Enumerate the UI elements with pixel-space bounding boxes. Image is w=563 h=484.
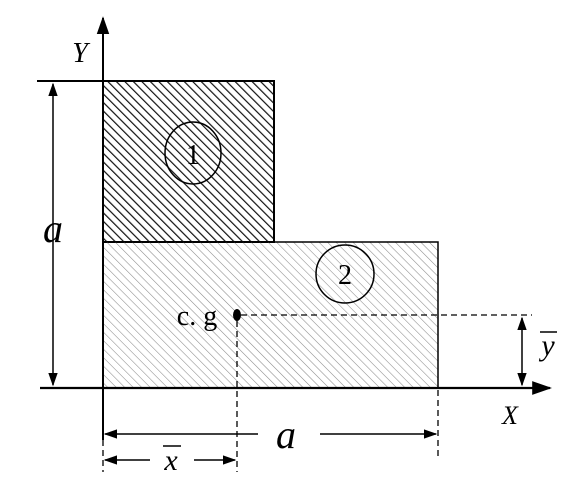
region-1-label: 1 xyxy=(186,140,200,171)
cg-label: c. g xyxy=(177,301,217,332)
side-a-horizontal-label: a xyxy=(276,412,296,457)
region-2-label: 2 xyxy=(338,260,352,291)
xbar-label-bg xyxy=(150,445,194,471)
y-axis-label: Y xyxy=(72,38,91,69)
region-2-circle xyxy=(315,244,375,304)
region-1-circle xyxy=(164,121,222,185)
region-1-rect xyxy=(102,80,275,243)
region-2-rect xyxy=(102,241,439,389)
cg-point xyxy=(233,309,241,321)
ybar-label: y xyxy=(538,329,555,362)
side-a-vertical-label: a xyxy=(43,206,63,251)
xbar-label: x xyxy=(163,444,178,477)
x-axis-label: X xyxy=(501,401,519,430)
